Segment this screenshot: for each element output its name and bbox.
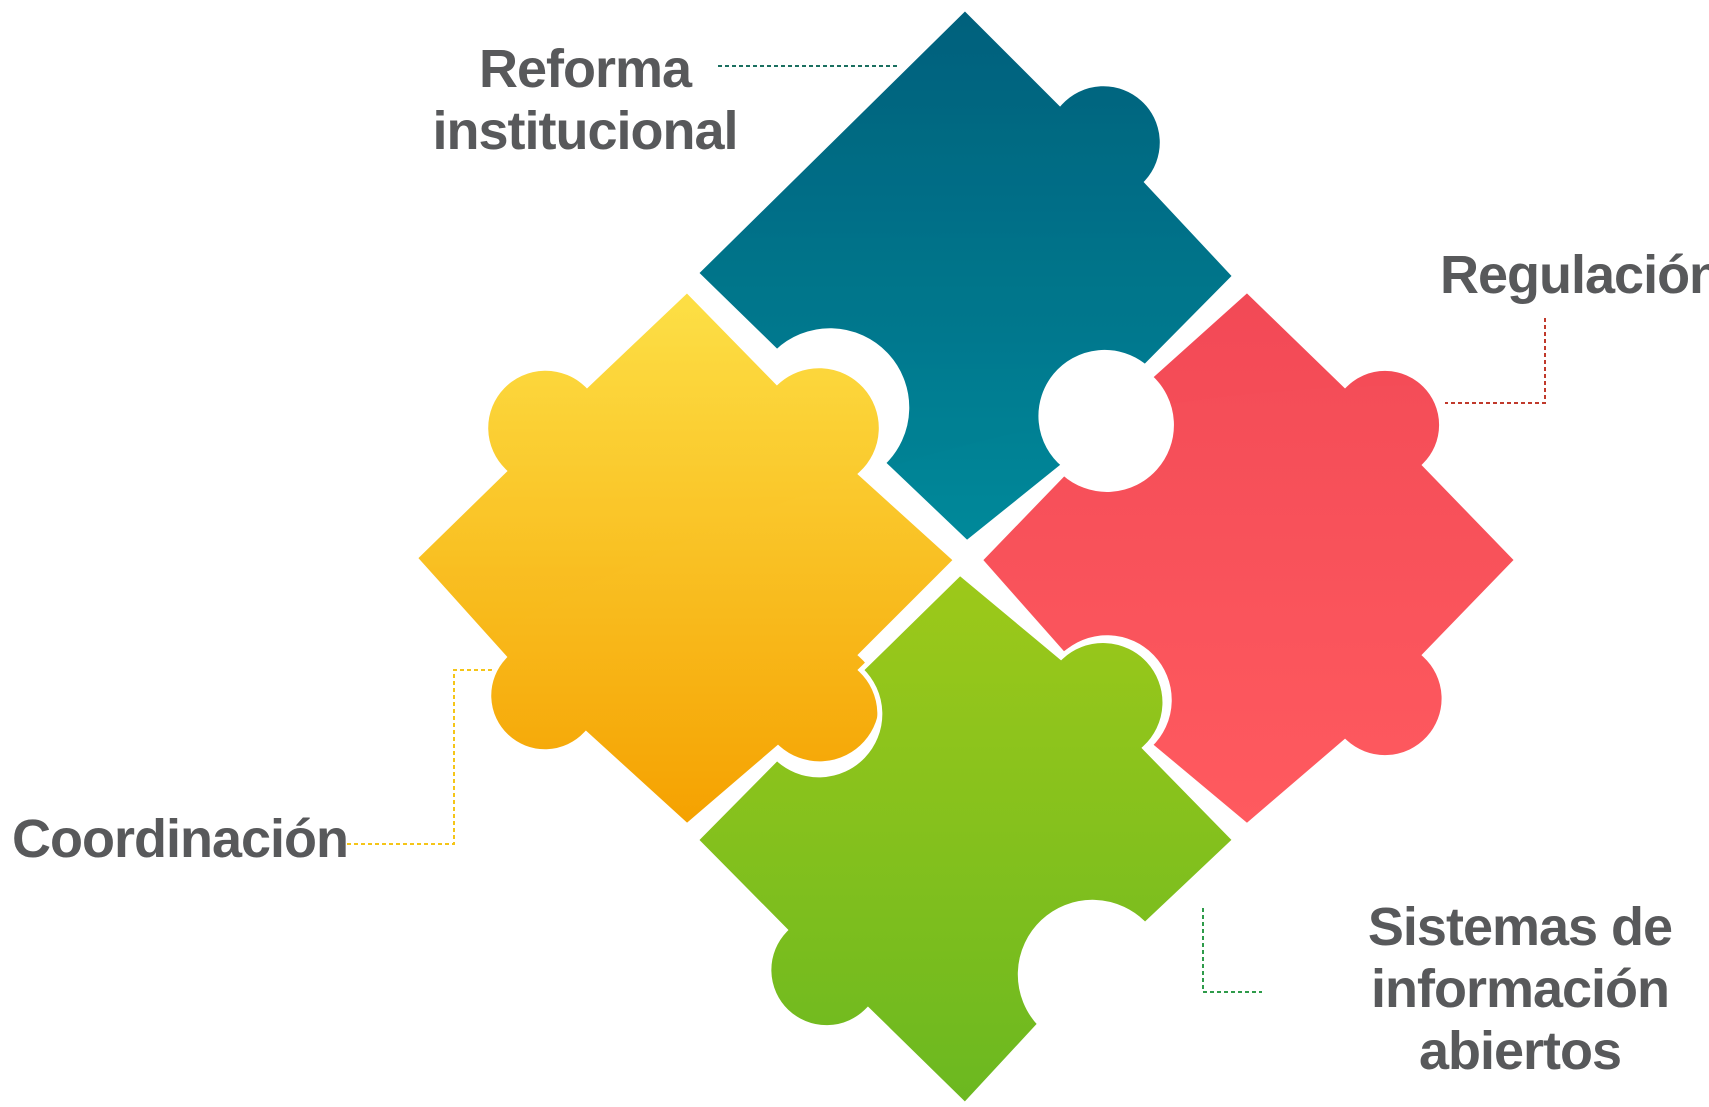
connector-line-coordinacion: [340, 669, 500, 845]
connector-lines: [340, 65, 1546, 993]
label-coordinacion: Coordinación: [12, 809, 349, 869]
connector-line-sistemas: [1202, 908, 1262, 993]
connector-line-regulacion: [1445, 318, 1546, 404]
label-regulacion: Regulación: [1440, 245, 1709, 305]
puzzle-piece-sistemas: [692, 569, 1239, 1107]
label-reforma-institucional: Reforma institucional: [432, 39, 738, 161]
label-sistemas-de-informacion-abiertos: Sistemas de información abiertos: [1367, 897, 1673, 1081]
